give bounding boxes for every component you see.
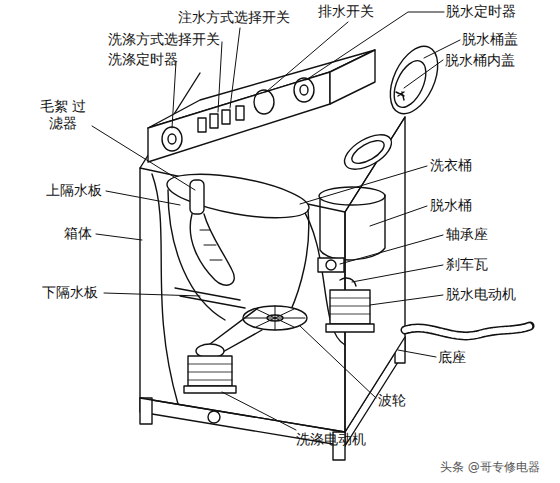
- part-label: 轴承座: [446, 226, 488, 243]
- part-label: 脱水桶盖: [462, 31, 518, 48]
- part-label: 上隔水板: [46, 182, 102, 199]
- control-panel: [148, 50, 375, 162]
- part-label: 下隔水板: [42, 284, 98, 301]
- watermark: 头条 @哥专修电器: [440, 459, 540, 476]
- part-label: 注水方式选择开关: [178, 9, 290, 26]
- part-label: 底座: [438, 349, 466, 366]
- part-label: 箱体: [64, 225, 92, 242]
- part-label: 毛絮 过滤器: [36, 98, 90, 132]
- part-label: 脱水定时器: [446, 3, 516, 20]
- cabinet: [140, 73, 405, 432]
- part-label: 洗涤电动机: [296, 431, 366, 448]
- part-label: 波轮: [378, 392, 406, 409]
- part-label: 脱水电动机: [446, 286, 516, 303]
- part-label: 洗衣桶: [430, 157, 472, 174]
- part-label: 脱水桶内盖: [445, 52, 515, 69]
- part-label: 洗涤方式选择开关: [108, 31, 220, 48]
- part-label: 脱水桶: [430, 197, 472, 214]
- spin-tub: [318, 187, 385, 332]
- part-label: 洗涤定时器: [108, 51, 178, 68]
- spin-lid: [339, 39, 447, 176]
- part-label: 刹车瓦: [446, 256, 488, 273]
- drain-hose: [405, 326, 530, 336]
- leader-lines: [92, 12, 460, 430]
- wash-tub: [164, 166, 312, 320]
- drive-system: [184, 306, 307, 393]
- part-label: 排水开关: [318, 3, 374, 20]
